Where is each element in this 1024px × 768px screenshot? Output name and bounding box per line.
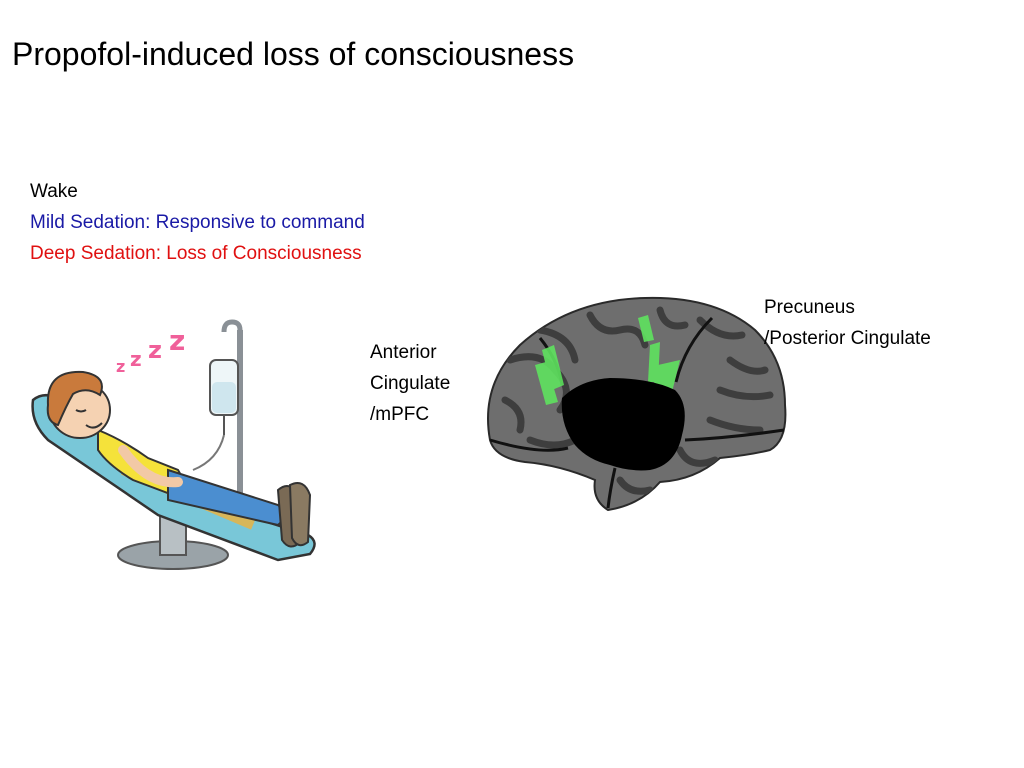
label-precuneus-posterior-cingulate: Precuneus /Posterior Cingulate (764, 292, 931, 354)
state-wake: Wake (30, 181, 78, 202)
svg-text:z: z (169, 324, 185, 357)
medial-brain-surface-icon (487, 296, 787, 512)
label-anterior-line1: Anterior (370, 342, 437, 363)
state-mild-sedation: Mild Sedation: Responsive to command (30, 212, 365, 233)
label-precuneus-line2: /Posterior Cingulate (764, 328, 931, 349)
label-anterior-line3: /mPFC (370, 404, 430, 425)
label-anterior-line2: Cingulate (370, 373, 451, 394)
svg-text:z: z (116, 357, 125, 376)
svg-text:z: z (130, 347, 142, 371)
slide-title: Propofol-induced loss of consciousness (12, 36, 575, 72)
state-deep-sedation: Deep Sedation: Loss of Consciousness (30, 243, 362, 264)
label-precuneus-line1: Precuneus (764, 297, 855, 318)
sedation-states: Wake Mild Sedation: Responsive to comman… (30, 176, 365, 269)
sleeping-patient-iv-icon: z z z z (31, 319, 316, 570)
svg-text:z: z (148, 336, 162, 364)
label-anterior-cingulate: Anterior Cingulate /mPFC (370, 337, 450, 430)
